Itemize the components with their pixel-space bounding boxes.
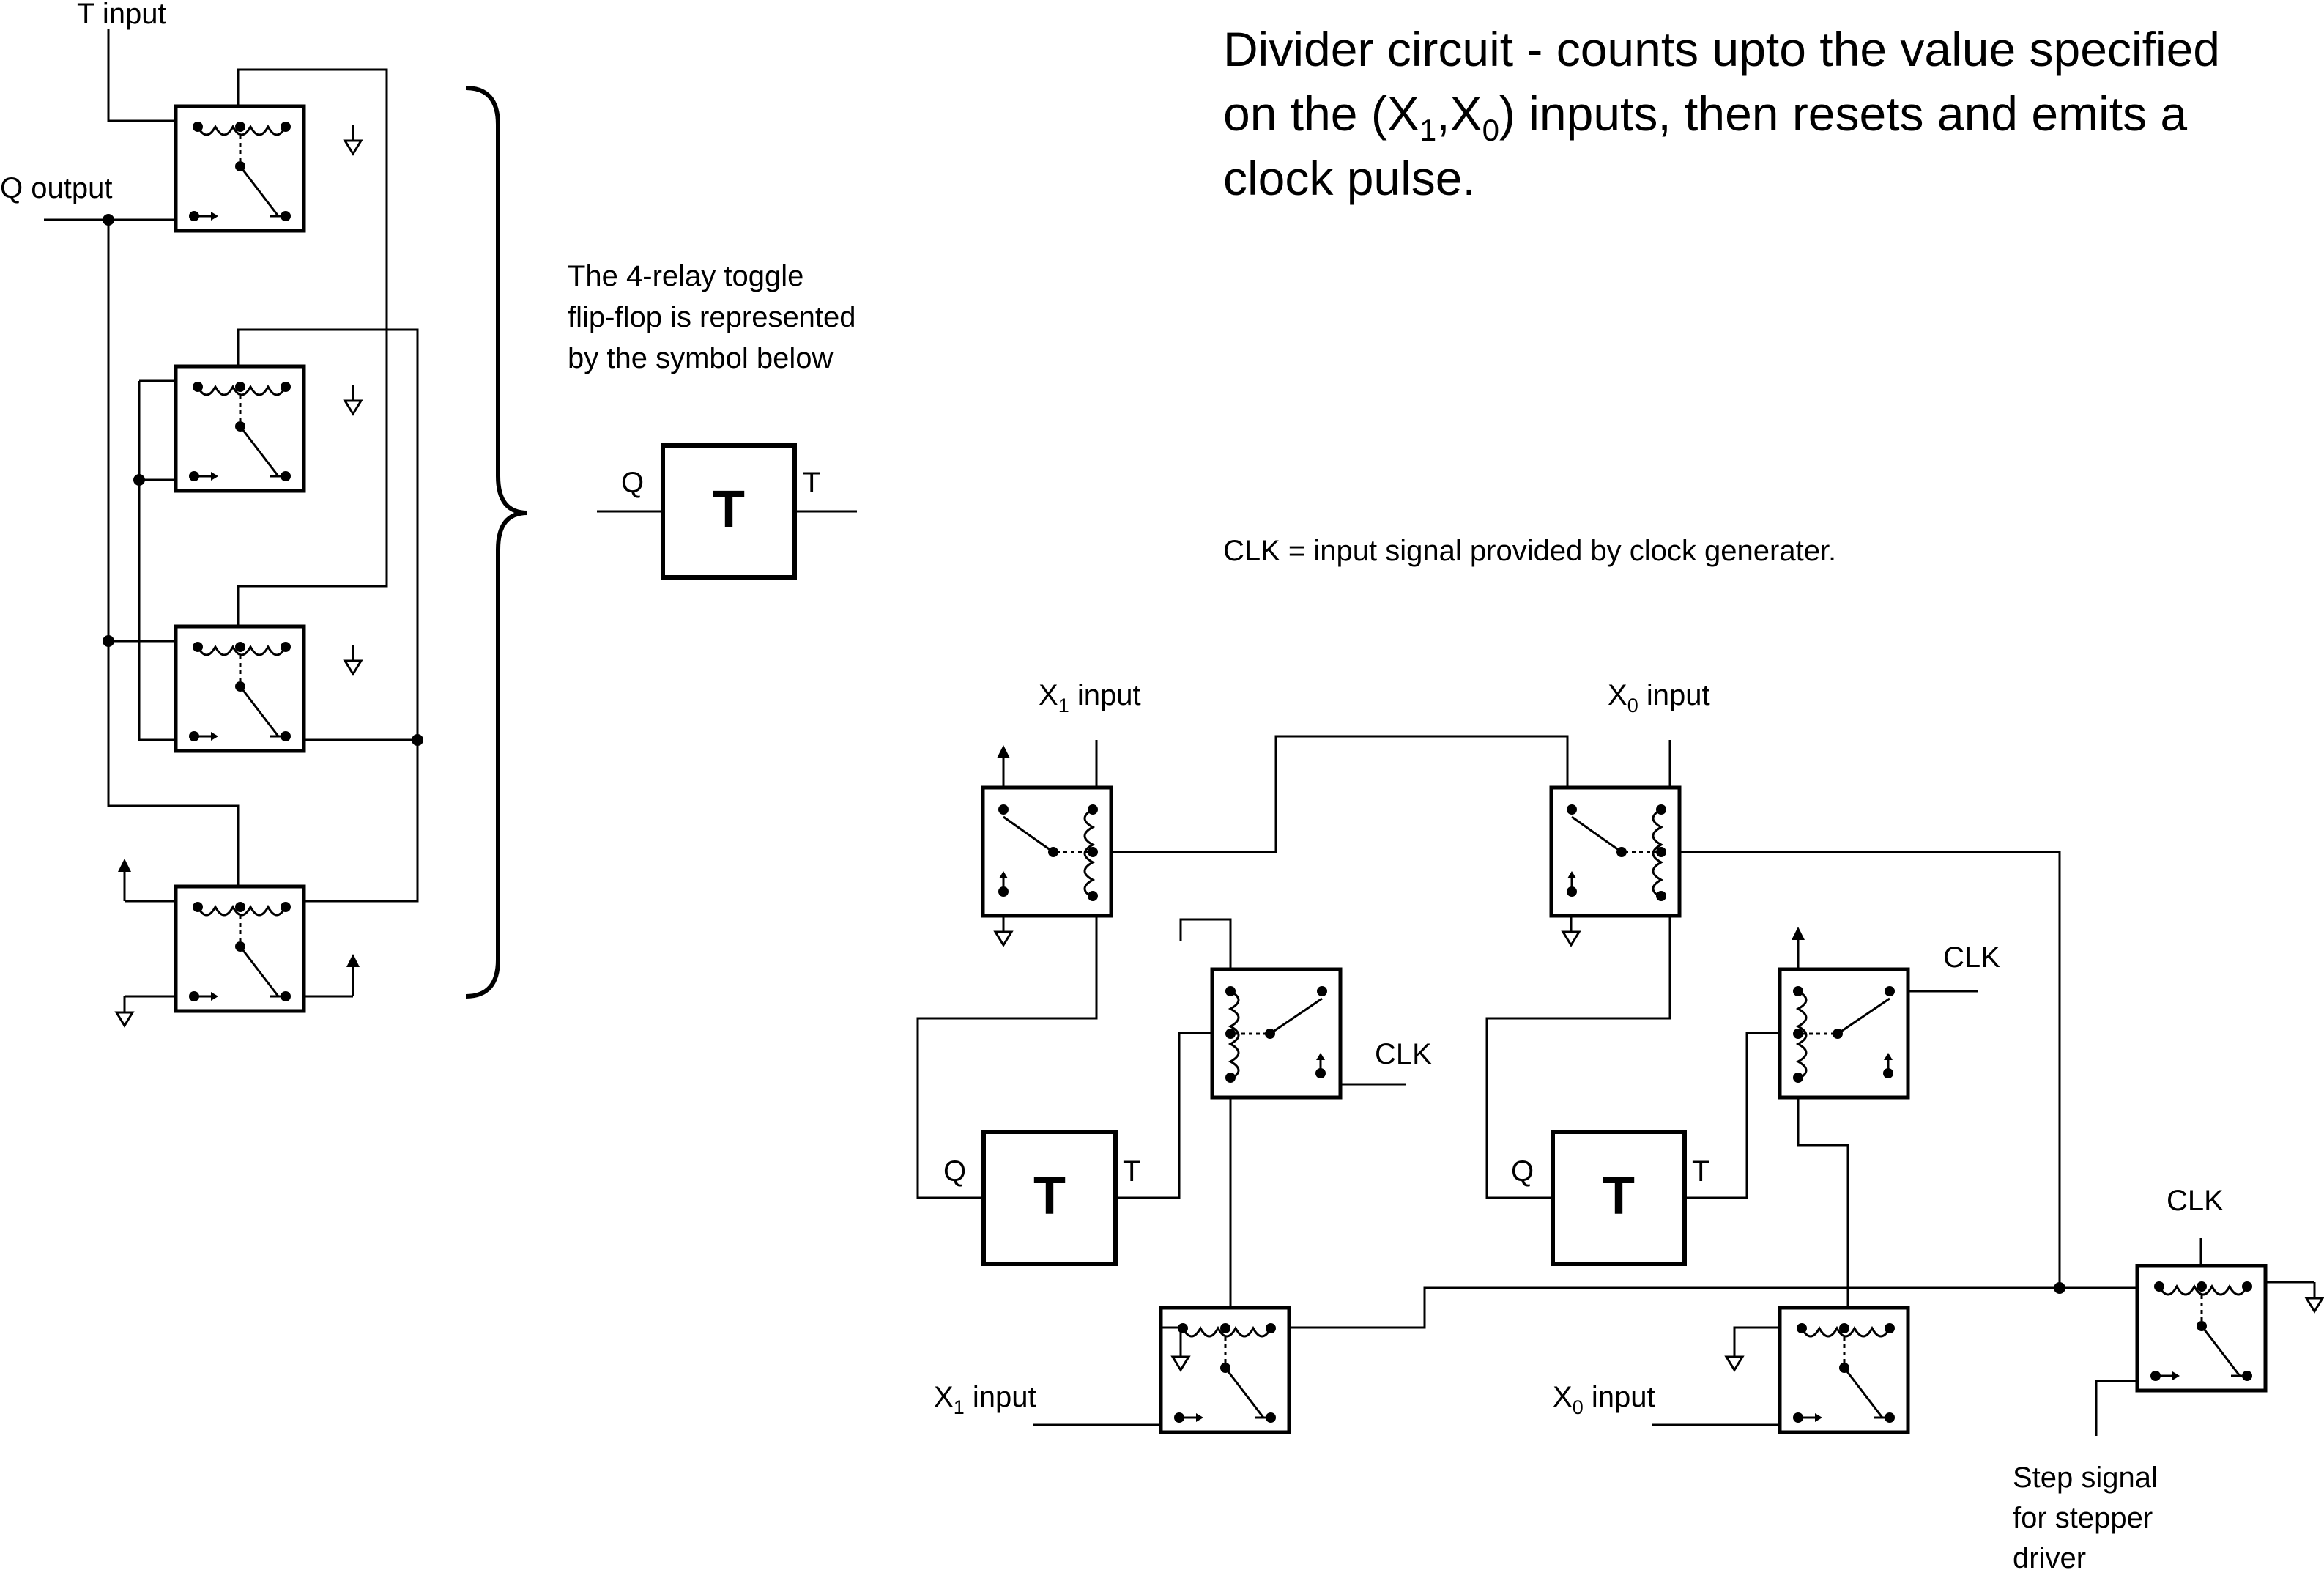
flipflop-note-line2: flip-flop is represented (568, 301, 856, 333)
up-arrow-icon (116, 857, 133, 903)
clk-label-3: CLK (2167, 1185, 2224, 1217)
x0-compare-relay (1780, 1308, 1908, 1432)
toggle-flipflop-schematic: T input Q output (0, 0, 528, 1027)
x0-select-relay (1551, 788, 1679, 916)
x1-input-label-top: X1 input (1039, 679, 1141, 717)
step-signal-line1: Step signal (2013, 1462, 2158, 1494)
t-pin-label: T (1123, 1155, 1140, 1188)
step-signal-line3: driver (2013, 1542, 2086, 1570)
output-relay (2137, 1266, 2265, 1391)
step-signal-line2: for stepper (2013, 1502, 2153, 1534)
ground-icon (2305, 1281, 2324, 1313)
ff-relay-4 (176, 886, 304, 1011)
divider-schematic: X1 input X0 input T T Q T Q T X1 input X… (916, 679, 2324, 1570)
t-pin-label: T (803, 467, 820, 499)
x1-input-label-bottom: X1 input (934, 1381, 1036, 1418)
up-arrow-icon (345, 952, 361, 998)
title-line1: Divider circuit - counts upto the value … (1223, 22, 2220, 76)
q-output-label: Q output (0, 172, 112, 204)
ff-relay-3 (176, 626, 304, 751)
title-line3: clock pulse. (1223, 151, 1476, 205)
t-flipflop-2-letter: T (1603, 1167, 1635, 1226)
q-pin-label: Q (943, 1155, 966, 1188)
clk-label-1: CLK (1375, 1038, 1432, 1070)
flipflop-note-line1: The 4-relay toggle (568, 260, 803, 292)
q-pin-label: Q (1511, 1155, 1534, 1188)
clk-relay-1 (1212, 969, 1340, 1097)
ground-icon (344, 383, 363, 415)
ground-icon (344, 123, 363, 155)
up-arrow-icon (1790, 925, 1806, 971)
ff-relay-2 (176, 366, 304, 491)
t-flipflop-1-letter: T (1033, 1167, 1066, 1226)
t-symbol-letter: T (713, 481, 745, 539)
flipflop-note-line3: by the symbol below (568, 342, 834, 374)
clk-label-2: CLK (1943, 941, 2000, 974)
ground-icon (344, 643, 363, 675)
flipflop-symbol-legend: The 4-relay toggle flip-flop is represen… (568, 260, 857, 577)
ground-icon (994, 914, 1013, 947)
ground-icon (1562, 914, 1581, 947)
ground-icon (1725, 1339, 1744, 1371)
x0-input-label-bottom: X0 input (1553, 1381, 1655, 1418)
diagram-title: Divider circuit - counts upto the value … (1223, 22, 2220, 205)
t-pin-label: T (1692, 1155, 1709, 1188)
q-pin-label: Q (621, 467, 644, 499)
clk-relay-2 (1780, 969, 1908, 1097)
clk-note: CLK = input signal provided by clock gen… (1223, 535, 1836, 567)
x1-select-relay (983, 788, 1111, 916)
ff-relay-1 (176, 106, 304, 231)
title-line2: on the (X1,X0) inputs, then resets and e… (1223, 86, 2187, 147)
x0-input-label-top: X0 input (1608, 679, 1710, 717)
ground-icon (115, 995, 134, 1027)
t-input-label: T input (77, 0, 166, 30)
up-arrow-icon (995, 744, 1011, 789)
